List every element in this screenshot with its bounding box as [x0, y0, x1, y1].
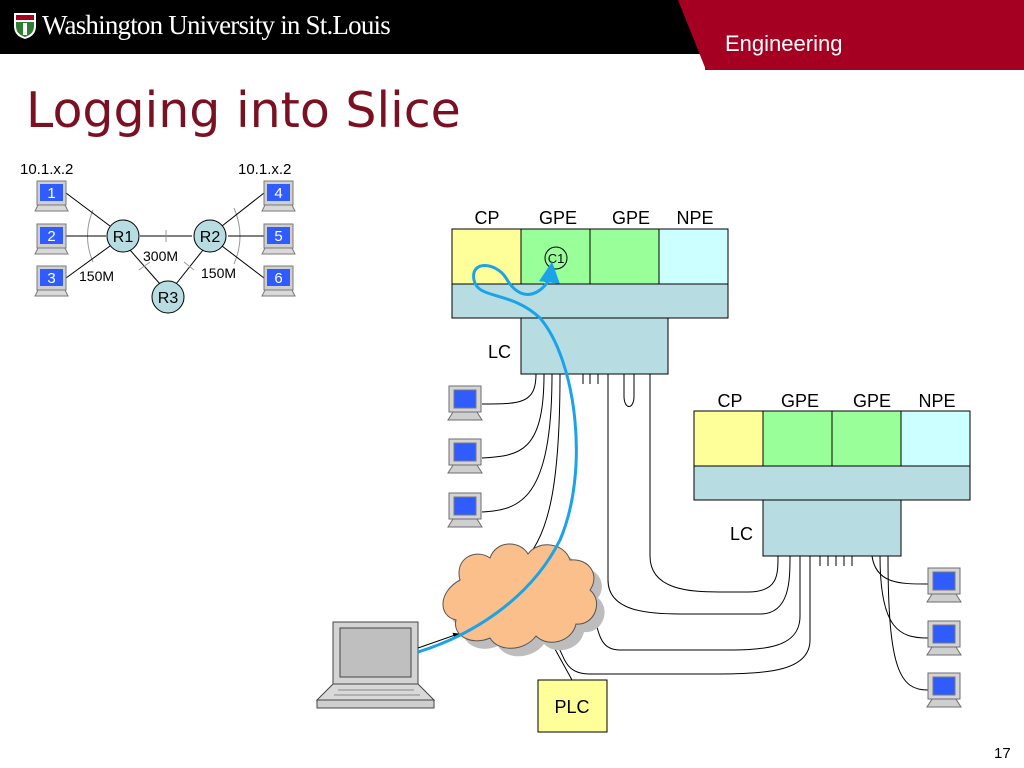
node-bottom-gpe2-blade [831, 410, 902, 467]
node-bottom-switch [693, 465, 971, 501]
cable-loop [623, 374, 635, 407]
login-path [417, 261, 578, 654]
plc-box: PLC [537, 679, 608, 733]
node-bottom-gpe1-blade [762, 410, 833, 467]
host-1-label: 1 [47, 185, 55, 202]
container-c1-label: C1 [548, 251, 565, 266]
tick-r1-r3 [138, 261, 151, 271]
router-r3-label: R3 [158, 290, 179, 307]
host-3-label: 3 [47, 270, 55, 287]
cable-lc-top-lc-bottom-2 [649, 374, 779, 593]
node-bottom-lc-label: LC [730, 524, 753, 544]
cable-lc-top-pc3 [481, 373, 553, 513]
node-bottom: CP GPE GPE NPE LC [693, 391, 971, 557]
plc-label: PLC [554, 697, 589, 717]
page-number: 17 [994, 745, 1011, 762]
desktop-pc-left-1 [447, 385, 483, 421]
host-5: 5 [261, 223, 296, 255]
node-top-gpe1-label: GPE [539, 208, 577, 228]
cable-lc-bottom-pc2 [879, 555, 929, 639]
slide-title: Logging into Slice [26, 82, 461, 139]
right-address-label: 10.1.x.2 [238, 161, 291, 178]
node-bottom-line-card [762, 499, 902, 557]
host-6-label: 6 [274, 270, 282, 287]
link-h3-r1 [65, 245, 111, 279]
node-top-line-card [520, 317, 669, 375]
host-4-label: 4 [274, 185, 282, 202]
cable-lc-bottom-pc3 [887, 555, 929, 691]
node-top-cp-blade [451, 228, 522, 285]
desktop-pc-right-1 [926, 567, 962, 603]
host-2: 2 [34, 223, 69, 255]
link-r1-r2-label: 300M [143, 248, 178, 264]
cable-lc-top-lc-bottom-1 [607, 374, 791, 615]
cable-lc-top-pc1 [481, 373, 537, 405]
node-top-gpe2-blade [589, 228, 660, 285]
engineering-tab [678, 0, 1024, 70]
node-top-switch [451, 283, 729, 319]
host-4: 4 [261, 180, 296, 212]
desktop-pc-right-3 [926, 672, 962, 708]
cable-lc-bottom-cloud-2 [551, 556, 811, 675]
node-bottom-npe-blade [900, 410, 971, 467]
link-r1-r3-label: 150M [79, 268, 114, 284]
link-r1-r3 [129, 249, 161, 285]
router-r2-label: R2 [200, 229, 221, 246]
node-bottom-cp-blade [693, 410, 764, 467]
university-logo-text: Washington University in St.Louis [42, 10, 391, 40]
link-h4-r2 [221, 192, 265, 227]
host-2-label: 2 [47, 228, 55, 245]
node-top-npe-label: NPE [676, 208, 713, 228]
left-address-label: 10.1.x.2 [20, 161, 73, 178]
cable-lc-top-pc2 [481, 373, 545, 459]
link-r2-r3-label: 150M [201, 265, 236, 281]
cables [481, 373, 929, 691]
node-top-gpe2-label: GPE [612, 208, 650, 228]
desktop-pc-left-3 [447, 492, 483, 528]
router-r1: R1 [106, 219, 140, 253]
node-top-lc-label: LC [488, 342, 511, 362]
link-h6-r2 [221, 245, 265, 279]
node-bottom-gpe2-label: GPE [853, 391, 891, 411]
desktop-pc-right-2 [926, 620, 962, 656]
host-3: 3 [34, 265, 69, 297]
node-top-npe-blade [658, 228, 729, 285]
node-bottom-npe-label: NPE [918, 391, 955, 411]
link-h1-r1 [65, 192, 111, 227]
router-r1-label: R1 [113, 229, 134, 246]
host-6: 6 [261, 265, 296, 297]
department-label: Engineering [725, 31, 843, 56]
host-5-label: 5 [274, 228, 282, 245]
node-bottom-gpe1-label: GPE [781, 391, 819, 411]
cable-lc-bottom-cloud-1 [589, 556, 801, 651]
university-shield-icon [14, 13, 36, 39]
tick-r2-r3 [183, 261, 195, 271]
laptop-to-cloud-arrow [417, 632, 460, 649]
laptop-computer [315, 621, 436, 709]
desktop-pc-left-2 [447, 438, 483, 474]
node-bottom-cp-label: CP [717, 391, 742, 411]
cable-lc-top-cloud [519, 373, 561, 565]
router-r3: R3 [151, 280, 185, 314]
node-top-cp-label: CP [474, 208, 499, 228]
host-1: 1 [34, 180, 69, 212]
slice-topology: 10.1.x.2 10.1.x.2 R1 R2 R3 [20, 161, 296, 314]
internet-cloud [442, 543, 605, 657]
cable-lc-bottom-pc1 [871, 555, 929, 585]
router-r2: R2 [193, 219, 227, 253]
node-top: CP GPE GPE NPE LC C1 [451, 208, 729, 375]
